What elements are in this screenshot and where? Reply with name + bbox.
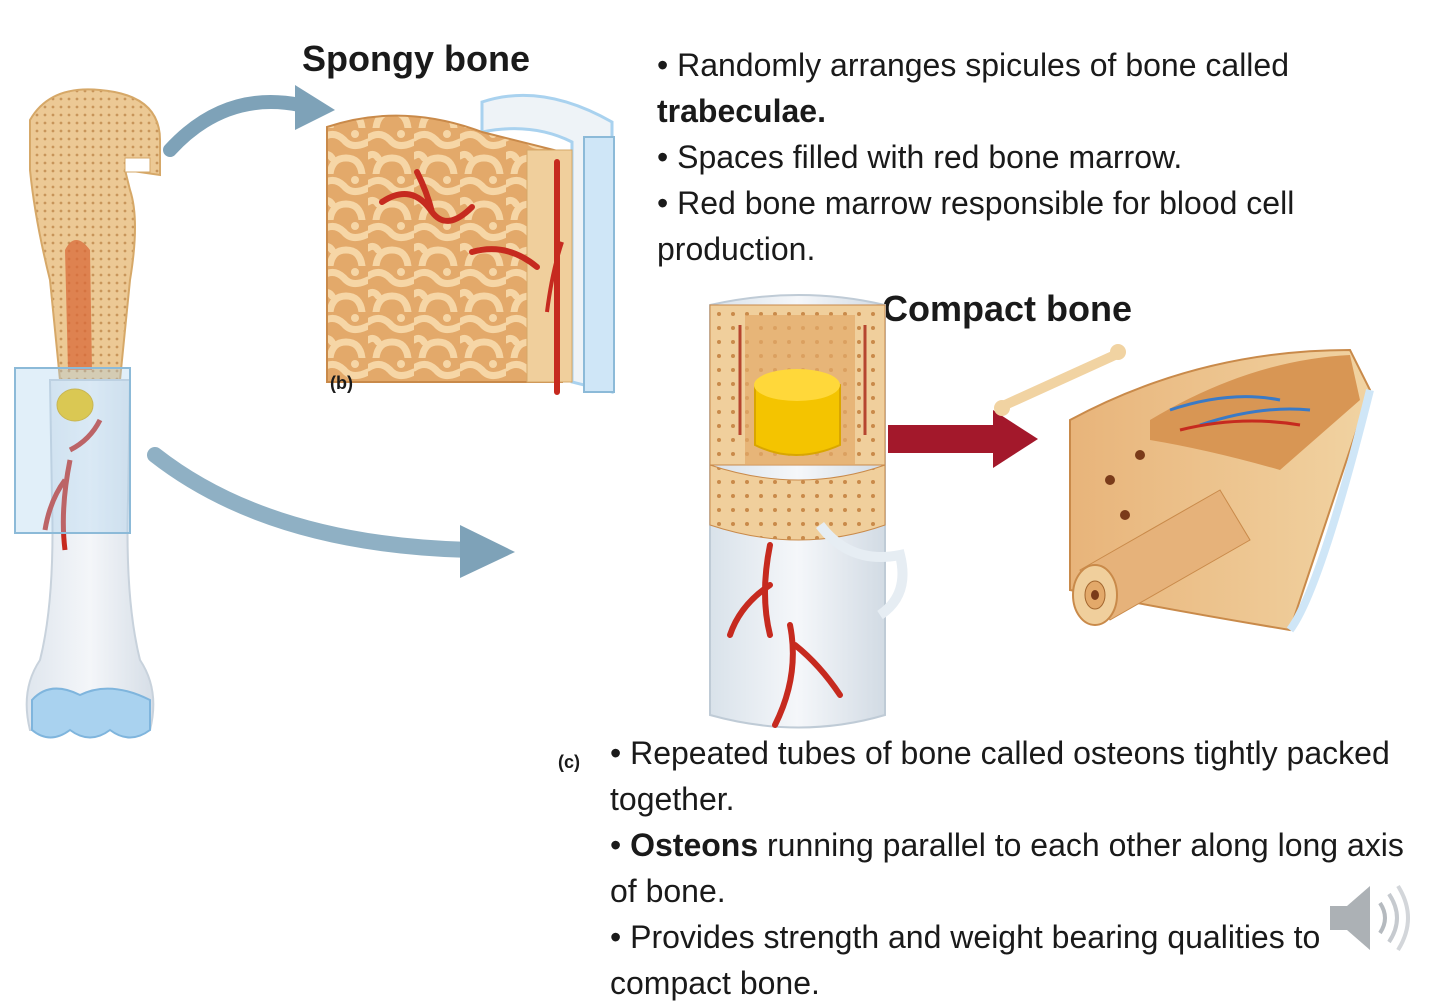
spongy-bone-description: • Randomly arranges spicules of bone cal… xyxy=(657,42,1397,272)
spongy-bone-illustration xyxy=(326,93,615,395)
speaker-icon[interactable] xyxy=(1325,878,1415,958)
panel-label-b: (b) xyxy=(330,373,353,393)
osteon-illustration xyxy=(994,344,1374,633)
compact-bullet-2: • Osteons running parallel to each other… xyxy=(610,827,1404,909)
panel-label-c: (c) xyxy=(558,752,580,772)
spongy-bullet-1: • Randomly arranges spicules of bone cal… xyxy=(657,47,1289,129)
spongy-bone-heading: Spongy bone xyxy=(302,38,530,79)
long-bone-illustration xyxy=(14,88,161,739)
compact-bone-description: • Repeated tubes of bone called osteons … xyxy=(610,730,1410,1006)
arrow-to-spongy-icon xyxy=(163,85,335,157)
compact-bone-heading: Compact bone xyxy=(882,288,1133,329)
compact-bullet-1: • Repeated tubes of bone called osteons … xyxy=(610,735,1390,817)
compact-bullet-3: • Provides strength and weight bearing q… xyxy=(610,919,1321,1001)
arrow-to-compact-icon xyxy=(147,447,515,578)
compact-bone-cross-section xyxy=(709,294,908,729)
spongy-bullet-3: • Red bone marrow responsible for blood … xyxy=(657,185,1295,267)
spongy-bullet-2: • Spaces filled with red bone marrow. xyxy=(657,139,1183,175)
red-arrow-icon xyxy=(888,410,1038,468)
